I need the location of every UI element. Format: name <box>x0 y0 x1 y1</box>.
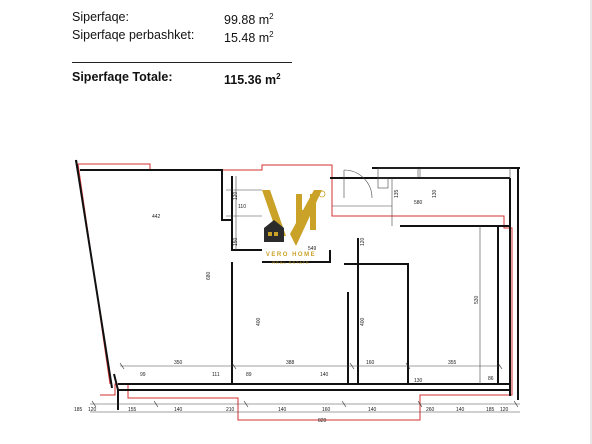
area-summary: Siperfaqe: 99.88 m2 Siperfaqe perbashket… <box>72 8 312 45</box>
dim-label: 260 <box>426 407 435 413</box>
dim-label: 549 <box>308 246 317 252</box>
dim-label: 400 <box>256 317 262 326</box>
area-label: Siperfaqe: <box>72 10 129 24</box>
dim-label: 120 <box>88 407 97 413</box>
dimension-row-1: 350 388 160 355 <box>174 360 457 366</box>
floor-plan: 442 680 400 400 530 549 580 135 130 110 … <box>74 159 520 424</box>
dim-label: 150 <box>233 237 239 246</box>
dim-label: 120 <box>500 407 509 413</box>
area-label: Siperfaqe perbashket: <box>72 28 195 42</box>
vero-home-logo <box>262 190 326 246</box>
page-edge <box>590 0 592 444</box>
dim-label: 680 <box>206 271 212 280</box>
divider-rule <box>72 62 292 63</box>
dimension-row-3: 185 120 155 140 210 140 160 140 260 140 … <box>74 407 509 424</box>
dim-label: 110 <box>238 204 246 210</box>
dim-label: 140 <box>278 407 287 413</box>
dim-label: 130 <box>432 189 438 198</box>
dim-label: 130 <box>414 378 423 384</box>
dimension-row-2: 99 111 89 140 130 86 <box>140 372 494 384</box>
dim-label: 140 <box>456 407 465 413</box>
dim-label: 99 <box>140 372 146 378</box>
dim-label: 135 <box>394 189 400 198</box>
logo-brand-text: VERO HOME <box>265 252 317 258</box>
dim-label: 530 <box>474 295 480 304</box>
area-row-perbashket: Siperfaqe perbashket: 15.48 m2 <box>72 26 312 45</box>
dim-label: 355 <box>448 360 457 366</box>
dim-label: 140 <box>368 407 377 413</box>
logo-tagline-text: REAL ESTATE <box>272 260 310 265</box>
room-dimensions: 442 680 400 400 530 549 580 135 130 110 … <box>152 189 480 326</box>
dim-label: 185 <box>486 407 495 413</box>
thin-lines <box>90 167 520 413</box>
dim-label: 140 <box>320 372 329 378</box>
total-value: 115.36 m2 <box>224 72 281 87</box>
dim-label: 350 <box>174 360 183 366</box>
dim-label: 442 <box>152 214 161 220</box>
tick-marks <box>91 362 519 408</box>
dim-label: 185 <box>74 407 83 413</box>
dim-label: 580 <box>414 200 423 206</box>
dim-label: 160 <box>366 360 375 366</box>
area-value: 15.48 m2 <box>224 30 274 45</box>
dim-label: 140 <box>174 407 183 413</box>
area-total: Siperfaqe Totale: 115.36 m2 <box>72 68 312 87</box>
dim-label: 86 <box>488 376 494 382</box>
area-row-siperfaqe: Siperfaqe: 99.88 m2 <box>72 8 312 27</box>
dim-label: 89 <box>246 372 252 378</box>
dim-label: 111 <box>212 372 220 378</box>
dim-label: 210 <box>226 407 235 413</box>
total-label: Siperfaqe Totale: <box>72 70 173 84</box>
dim-label: 120 <box>360 237 366 246</box>
dim-label: 120 <box>233 191 239 200</box>
dim-label: 160 <box>322 407 331 413</box>
dim-label: 388 <box>286 360 295 366</box>
area-value: 99.88 m2 <box>224 12 274 27</box>
dim-total: 820 <box>318 418 327 424</box>
dim-label: 400 <box>360 317 366 326</box>
dim-label: 155 <box>128 407 137 413</box>
